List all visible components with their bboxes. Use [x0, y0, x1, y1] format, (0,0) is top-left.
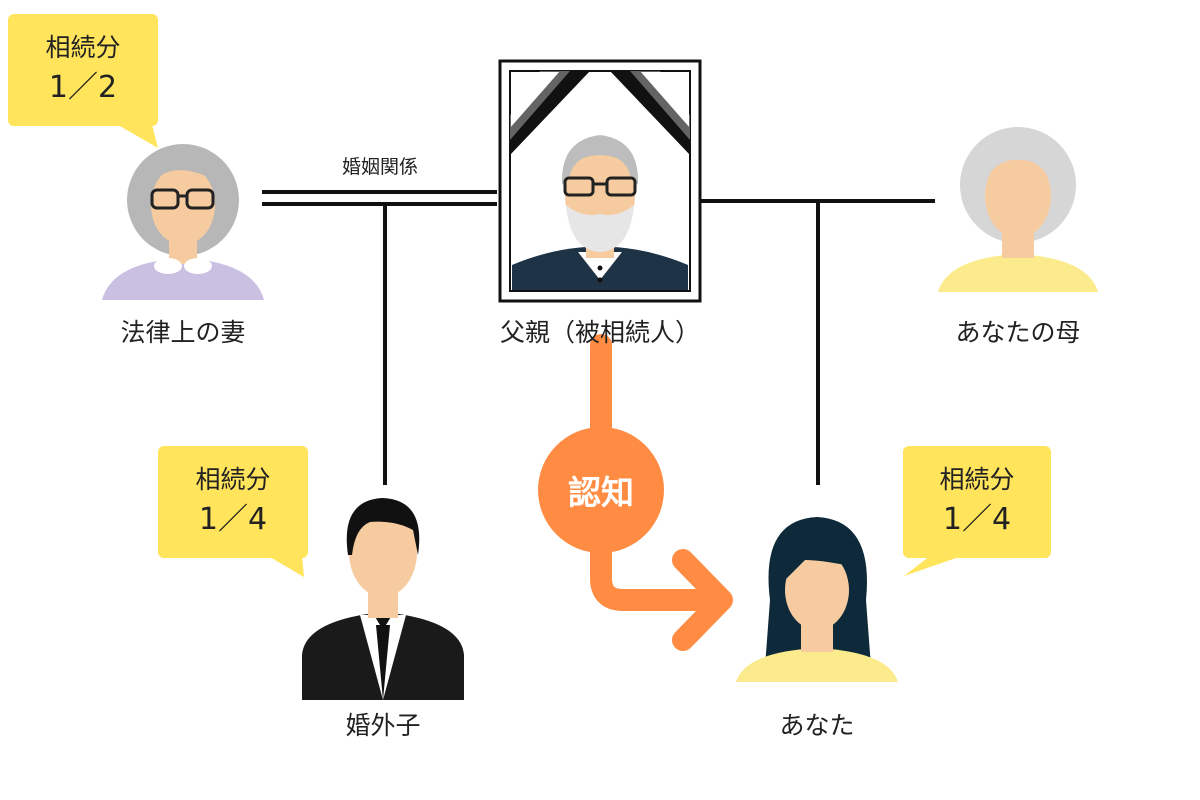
- mother-label: あなたの母: [955, 318, 1081, 347]
- share-title: 相続分: [45, 33, 121, 62]
- you-bubble-tail: [904, 556, 962, 576]
- young-woman-icon: [736, 517, 898, 682]
- share-title: 相続分: [195, 465, 271, 494]
- wife-label: 法律上の妻: [120, 318, 246, 347]
- relationship-lines: [262, 190, 935, 485]
- illegitimate-child-label: 婚外子: [345, 711, 421, 740]
- elderly-woman-icon: [938, 127, 1098, 292]
- elderly-woman-with-glasses-icon: [102, 144, 264, 300]
- recognition-circle: [538, 427, 664, 553]
- share-value: 1／4: [198, 502, 268, 537]
- father-label: 父親（被相続人）: [499, 318, 701, 347]
- recognition-label: 認知: [568, 473, 634, 512]
- you-share-bubble: 相続分 1／4: [903, 446, 1051, 558]
- marriage-label: 婚姻関係: [341, 156, 419, 178]
- wife-bubble-tail: [118, 125, 158, 148]
- share-title: 相続分: [939, 465, 1015, 494]
- recognition-arrow: [538, 334, 733, 651]
- businessman-icon: [302, 498, 464, 700]
- illegitimate-child-share-bubble: 相続分 1／4: [158, 446, 308, 558]
- you-label: あなた: [779, 711, 855, 740]
- wife-share-bubble: 相続分 1／2: [8, 14, 158, 126]
- share-value: 1／4: [942, 502, 1012, 537]
- memorial-portrait-elderly-man-icon: [498, 59, 702, 303]
- share-value: 1／2: [48, 70, 118, 105]
- child-bubble-tail: [268, 556, 304, 577]
